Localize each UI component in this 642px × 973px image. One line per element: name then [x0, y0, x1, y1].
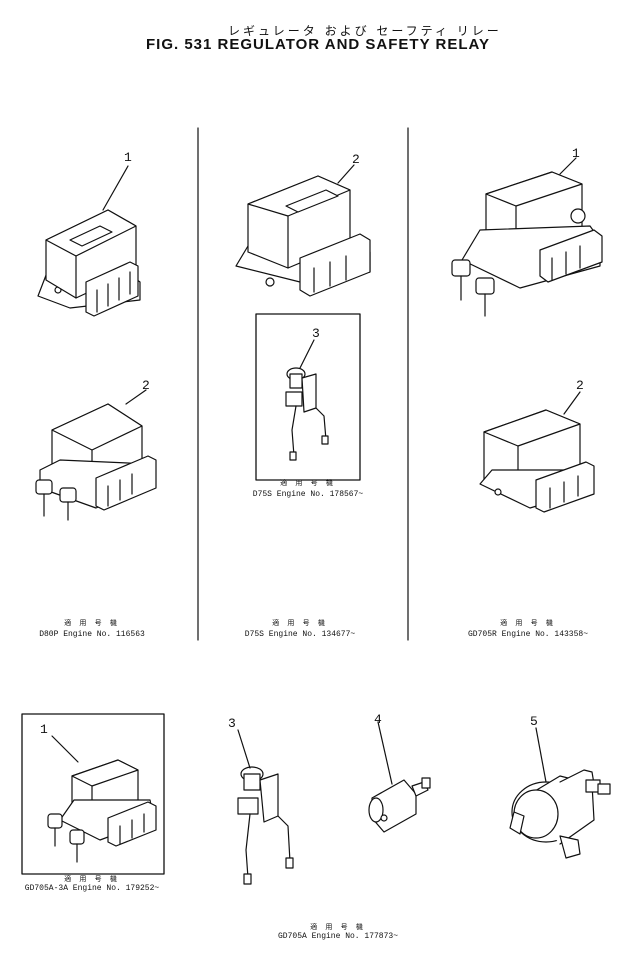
- regulator-part-2: [35, 403, 157, 521]
- applicability-caption: D75S Engine No. 178567~: [252, 490, 364, 499]
- callout-number: 1: [40, 722, 48, 737]
- callout-number: 2: [352, 152, 360, 167]
- callout-number: 5: [530, 714, 538, 729]
- leader-line: [377, 721, 393, 785]
- figure-title-japanese: レギュレータ および セーフティ リレー: [228, 24, 502, 38]
- applicable-models-label: 適 用 号 機: [64, 875, 120, 883]
- inset-frame: [21, 713, 165, 875]
- applicability-caption: D80P Engine No. 116563: [39, 630, 145, 639]
- leader-line: [51, 735, 79, 763]
- leader-line: [125, 389, 147, 405]
- callout-number: 2: [142, 378, 150, 393]
- leader-line: [559, 157, 577, 175]
- applicability-caption: GD705A Engine No. 177873~: [277, 932, 399, 941]
- callout-number: 3: [312, 326, 320, 341]
- applicable-models-label: 適 用 号 機: [64, 619, 120, 627]
- callout-number: 4: [374, 712, 382, 727]
- leader-line: [337, 164, 355, 184]
- part-4-switch: [368, 777, 431, 833]
- applicability-caption: GD705A-3A Engine No. 179252~: [24, 884, 160, 893]
- regulator-part-1: [37, 209, 141, 317]
- leader-line: [535, 727, 547, 783]
- callout-number: 3: [228, 716, 236, 731]
- applicable-models-label: 適 用 号 機: [280, 479, 336, 487]
- inset-frame: [255, 313, 361, 481]
- applicable-models-label: 適 用 号 機: [310, 923, 366, 931]
- applicable-models-label: 適 用 号 機: [272, 619, 328, 627]
- safety-relay-part-3: [237, 766, 294, 885]
- part-5-relay: [509, 769, 611, 859]
- regulator-part-1-gd705a-3a: [47, 759, 157, 863]
- leader-line: [102, 165, 129, 211]
- regulator-part-2-d75s: [235, 175, 371, 297]
- applicability-caption: D75S Engine No. 134677~: [244, 630, 356, 639]
- applicability-caption: GD705R Engine No. 143358~: [467, 630, 589, 639]
- leader-line: [299, 339, 315, 369]
- regulator-part-2-gd705r: [479, 409, 595, 513]
- applicable-models-label: 適 用 号 機: [500, 619, 556, 627]
- callout-number: 2: [576, 378, 584, 393]
- safety-relay-part-3-inset: [285, 367, 329, 461]
- figure-title: FIG. 531 REGULATOR AND SAFETY RELAY: [146, 36, 490, 53]
- leader-line: [237, 729, 251, 769]
- callout-number: 1: [572, 146, 580, 161]
- callout-number: 1: [124, 150, 132, 165]
- leader-line: [563, 391, 581, 415]
- regulator-part-1-gd705r: [451, 171, 603, 317]
